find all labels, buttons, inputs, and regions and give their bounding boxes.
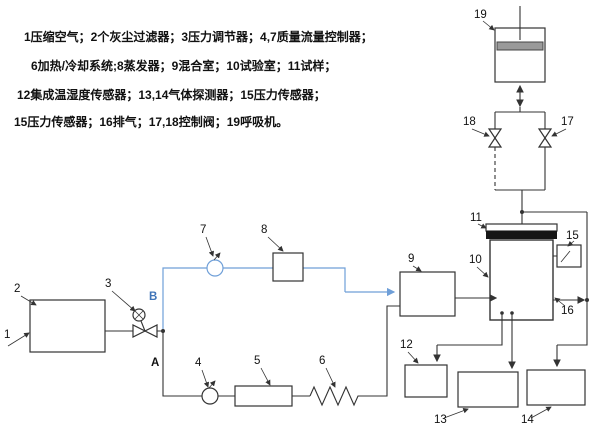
junction-dot-right — [585, 298, 589, 302]
label-4: 4 — [195, 357, 202, 369]
label-13: 13 — [434, 414, 447, 426]
dust-filter-box: 2 — [14, 283, 106, 353]
pressure-sensor: 15 — [556, 230, 582, 268]
component-box-5: 5 — [234, 355, 293, 407]
junction-dot-ab — [161, 329, 165, 333]
humidity-sensor-box: 12 — [400, 339, 448, 398]
label-19: 19 — [474, 9, 487, 21]
heating-coil — [309, 385, 362, 407]
label-3: 3 — [105, 278, 111, 290]
label-7: 7 — [200, 224, 206, 236]
label-16: 16 — [561, 305, 574, 317]
label-10: 10 — [469, 254, 482, 266]
test-sample — [486, 231, 557, 239]
pipes-blue — [162, 267, 346, 330]
label-17: 17 — [561, 116, 574, 128]
gas-detector-13: 13 — [434, 371, 519, 426]
compressed-air-inlet: 1 — [4, 329, 30, 347]
mass-flow-controller-4: 4 — [195, 357, 219, 405]
label-18: 18 — [463, 116, 476, 128]
evaporator-box: 8 — [261, 224, 304, 282]
label-15: 15 — [566, 230, 579, 242]
label-1: 1 — [4, 329, 10, 341]
label-9: 9 — [408, 253, 414, 265]
pressure-regulator: 3 — [105, 278, 158, 338]
junction-dot-top — [520, 210, 524, 214]
legend-line-2: 6加热/冷却系统;8蒸发器；9混合室；10试验室；11试样； — [31, 59, 337, 73]
pipes-black — [105, 6, 588, 397]
label-14: 14 — [521, 414, 534, 426]
label-12: 12 — [400, 339, 413, 351]
control-valve-17: 17 — [537, 116, 574, 148]
mass-flow-controller-7: 7 — [200, 224, 224, 277]
label-8: 8 — [261, 224, 267, 236]
mixing-chamber: 9 — [399, 253, 456, 317]
test-chamber: 10 11 — [469, 212, 558, 321]
exhaust-label: 16 — [554, 297, 574, 317]
legend-line-3: 12集成温湿度传感器；13,14气体探测器；15压力传感器； — [17, 88, 326, 102]
breathing-machine: 19 — [474, 9, 546, 108]
label-point-b: B — [149, 291, 157, 303]
legend-line-1: 1压缩空气；2个灰尘过滤器；3压力调节器；4,7质量流量控制器； — [24, 30, 373, 44]
label-6: 6 — [319, 355, 325, 367]
heating-cooling-label: 6 — [319, 355, 336, 388]
legend-line-4: 15压力传感器；16排气；17,18控制阀；19呼吸机。 — [14, 115, 289, 129]
chamber-lid — [485, 223, 558, 232]
label-11: 11 — [470, 212, 482, 224]
label-5: 5 — [254, 355, 260, 367]
piston — [496, 41, 544, 51]
label-point-a: A — [151, 357, 159, 369]
control-valve-18: 18 — [463, 116, 503, 148]
gas-detector-14: 14 — [521, 369, 586, 426]
label-2: 2 — [14, 283, 20, 295]
